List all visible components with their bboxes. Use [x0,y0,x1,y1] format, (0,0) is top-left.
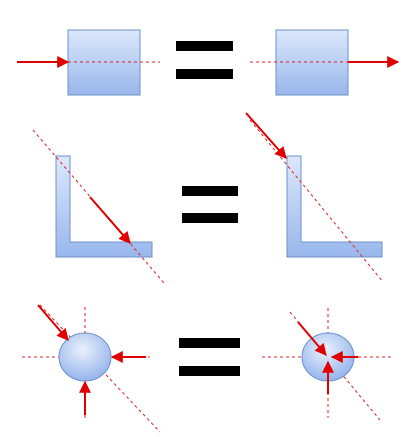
force-arrow [89,196,131,244]
force-arrow-diagonal [37,304,69,341]
force-arrow-diagonal [297,321,327,356]
circle-right-panel [262,308,394,421]
circle-left-panel [22,304,161,433]
equals-sign [182,186,238,223]
equals-sign [179,338,240,376]
row-rectangle [17,29,400,96]
rectangle-right-panel [250,29,400,96]
l-shape [286,155,383,258]
l-shape-right-panel [245,112,384,283]
l-shape [55,155,153,258]
rectangle-left-panel [17,29,160,96]
construction-line-diagonal [39,304,161,433]
line-of-action [249,119,384,283]
l-shape-left-panel [32,129,165,284]
force-arrow [245,112,287,159]
row-l-shape [32,112,384,284]
circle-shape [58,332,112,382]
row-circle [22,304,394,433]
equals-sign [176,41,233,79]
